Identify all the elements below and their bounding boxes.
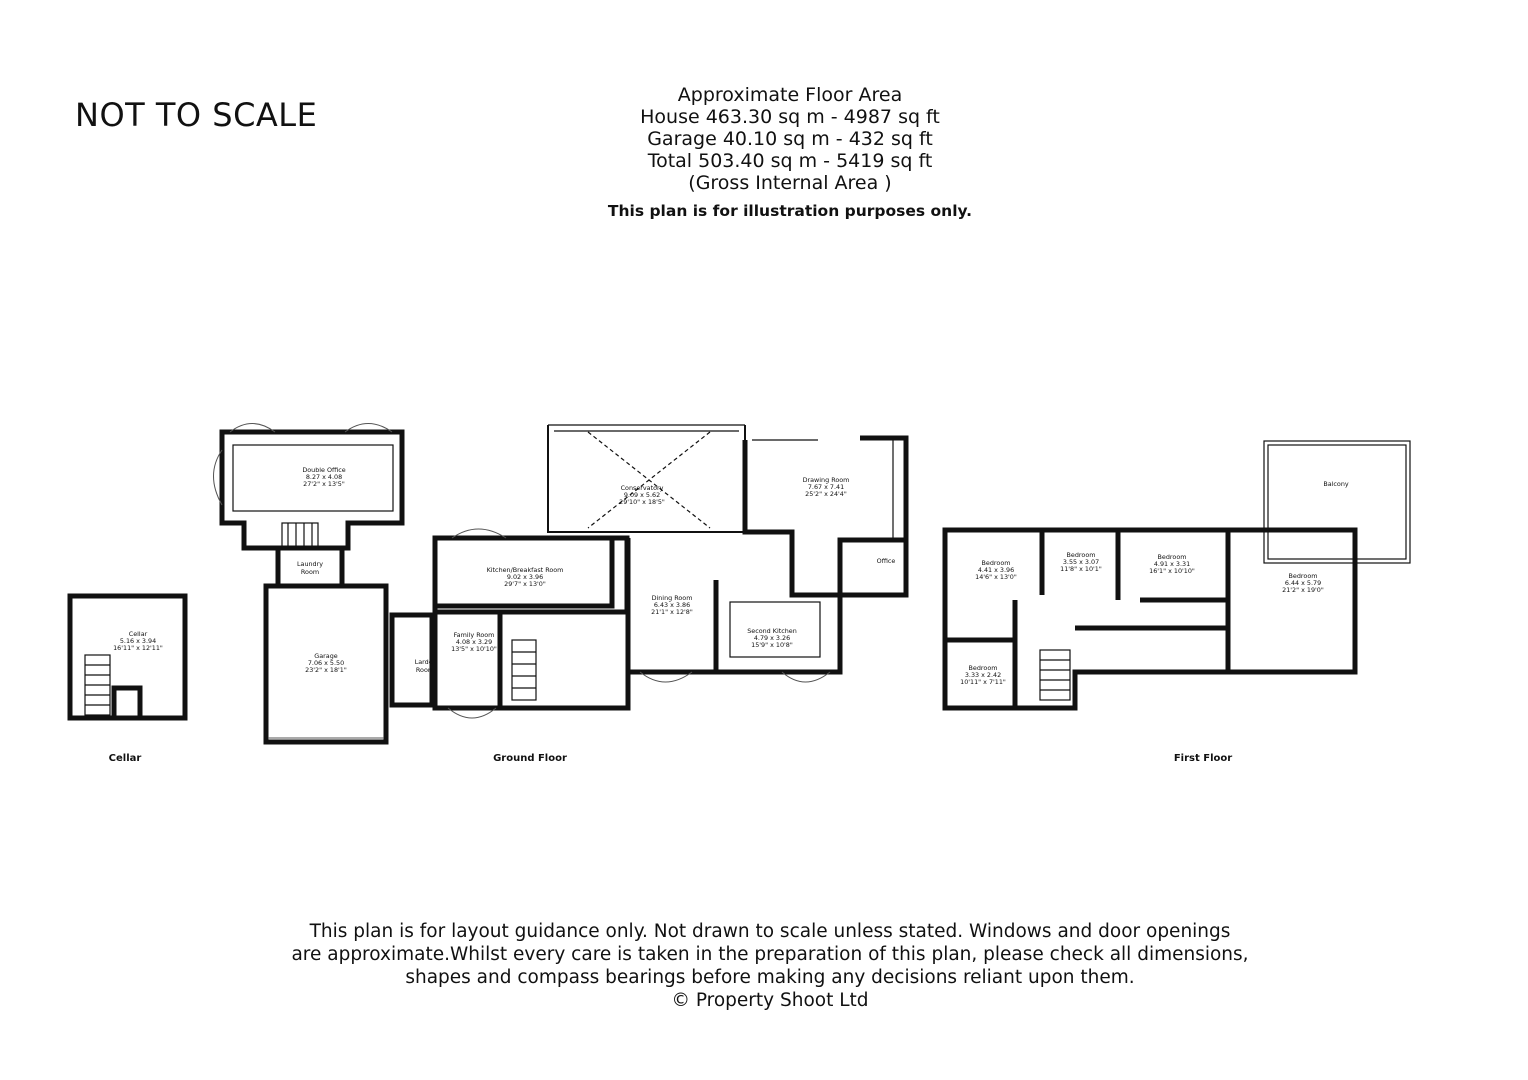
bedroom3-metric: 4.91 x 3.31 — [1154, 560, 1190, 568]
cellar-imperial: 16'11" x 12'11" — [113, 644, 163, 652]
bedroom2-name: Bedroom — [1067, 551, 1096, 559]
first-floor-label: First Floor — [1174, 753, 1232, 764]
gross-internal-area: (Gross Internal Area ) — [688, 172, 892, 194]
drawing-metric: 7.67 x 7.41 — [808, 483, 844, 491]
dining-imperial: 21'1" x 12'8" — [651, 608, 693, 616]
laundry-name2: Room — [301, 568, 319, 576]
bedroom5-imperial: 10'11" x 7'11" — [960, 678, 1006, 686]
garage-name: Garage — [314, 652, 337, 660]
first-floor-plan: Balcony Bedroom 4.41 x 3.96 14'6" x 13'0… — [942, 440, 1411, 711]
bedroom3-imperial: 16'1" x 10'10" — [1149, 567, 1195, 575]
bedroom4-name: Bedroom — [1289, 572, 1318, 580]
layout-disclaimer: This plan is for layout guidance only. N… — [270, 920, 1270, 1012]
larder-name2: Room — [416, 666, 434, 674]
house-area: House 463.30 sq m - 4987 sq ft — [640, 106, 940, 128]
bedroom1-metric: 4.41 x 3.96 — [978, 566, 1014, 574]
garage-area: Garage 40.10 sq m - 432 sq ft — [647, 128, 933, 150]
conservatory-metric: 9.09 x 5.62 — [624, 491, 660, 499]
office-name: Office — [877, 557, 896, 565]
cellar-floor-label: Cellar — [109, 753, 142, 764]
footer-line-2: are approximate.Whilst every care is tak… — [291, 944, 1249, 965]
copyright: © Property Shoot Ltd — [671, 990, 869, 1011]
family-name: Family Room — [454, 631, 495, 639]
bedroom4-imperial: 21'2" x 19'0" — [1282, 586, 1324, 594]
bedroom1-name: Bedroom — [982, 559, 1011, 567]
second-kitchen-metric: 4.79 x 3.26 — [754, 634, 790, 642]
double-office-imperial: 27'2" x 13'5" — [303, 480, 345, 488]
bedroom5-metric: 3.33 x 2.42 — [965, 671, 1001, 679]
double-office-name: Double Office — [302, 466, 345, 474]
dining-name: Dining Room — [652, 594, 693, 602]
header-title: Approximate Floor Area — [677, 84, 903, 106]
footer-line-3: shapes and compass bearings before makin… — [405, 967, 1135, 988]
floor-area-header: Approximate Floor Area House 463.30 sq m… — [490, 84, 1090, 222]
double-office-metric: 8.27 x 4.08 — [306, 473, 342, 481]
drawing-name: Drawing Room — [803, 476, 850, 484]
total-area: Total 503.40 sq m - 5419 sq ft — [647, 150, 933, 172]
larder-name: Larder — [415, 658, 436, 666]
laundry-name: Laundry — [297, 560, 323, 568]
bedroom5-name: Bedroom — [969, 664, 998, 672]
ground-floor-label: Ground Floor — [493, 753, 567, 764]
bedroom4-metric: 6.44 x 5.79 — [1285, 579, 1321, 587]
bedroom2-imperial: 11'8" x 10'1" — [1060, 565, 1102, 573]
kitchen-name: Kitchen/Breakfast Room — [487, 566, 564, 574]
bedroom2-metric: 3.55 x 3.07 — [1063, 558, 1099, 566]
cellar-name: Cellar — [129, 630, 148, 638]
second-kitchen-imperial: 15'9" x 10'8" — [751, 641, 793, 649]
ground-floor-plan: Double Office 8.27 x 4.08 27'2" x 13'5" … — [213, 423, 909, 745]
dining-metric: 6.43 x 3.86 — [654, 601, 690, 609]
cellar-metric: 5.16 x 3.94 — [120, 637, 156, 645]
garage-imperial: 23'2" x 18'1" — [305, 666, 347, 674]
bedroom3-name: Bedroom — [1158, 553, 1187, 561]
conservatory-name: Conservatory — [621, 484, 664, 492]
cellar-plan: Cellar 5.16 x 3.94 16'11" x 12'11" — [67, 593, 188, 721]
family-metric: 4.08 x 3.29 — [456, 638, 492, 646]
garage-metric: 7.06 x 5.50 — [308, 659, 344, 667]
footer-line-1: This plan is for layout guidance only. N… — [309, 921, 1231, 942]
drawing-imperial: 25'2" x 24'4" — [805, 490, 847, 498]
kitchen-metric: 9.02 x 3.96 — [507, 573, 543, 581]
conservatory-imperial: 29'10" x 18'5" — [619, 498, 665, 506]
not-to-scale-label: NOT TO SCALE — [75, 96, 318, 134]
second-kitchen-name: Second Kitchen — [747, 627, 797, 635]
kitchen-imperial: 29'7" x 13'0" — [504, 580, 546, 588]
bedroom1-imperial: 14'6" x 13'0" — [975, 573, 1017, 581]
family-imperial: 13'5" x 10'10" — [451, 645, 497, 653]
balcony-name: Balcony — [1323, 480, 1349, 488]
illustration-disclaimer: This plan is for illustration purposes o… — [607, 202, 973, 220]
